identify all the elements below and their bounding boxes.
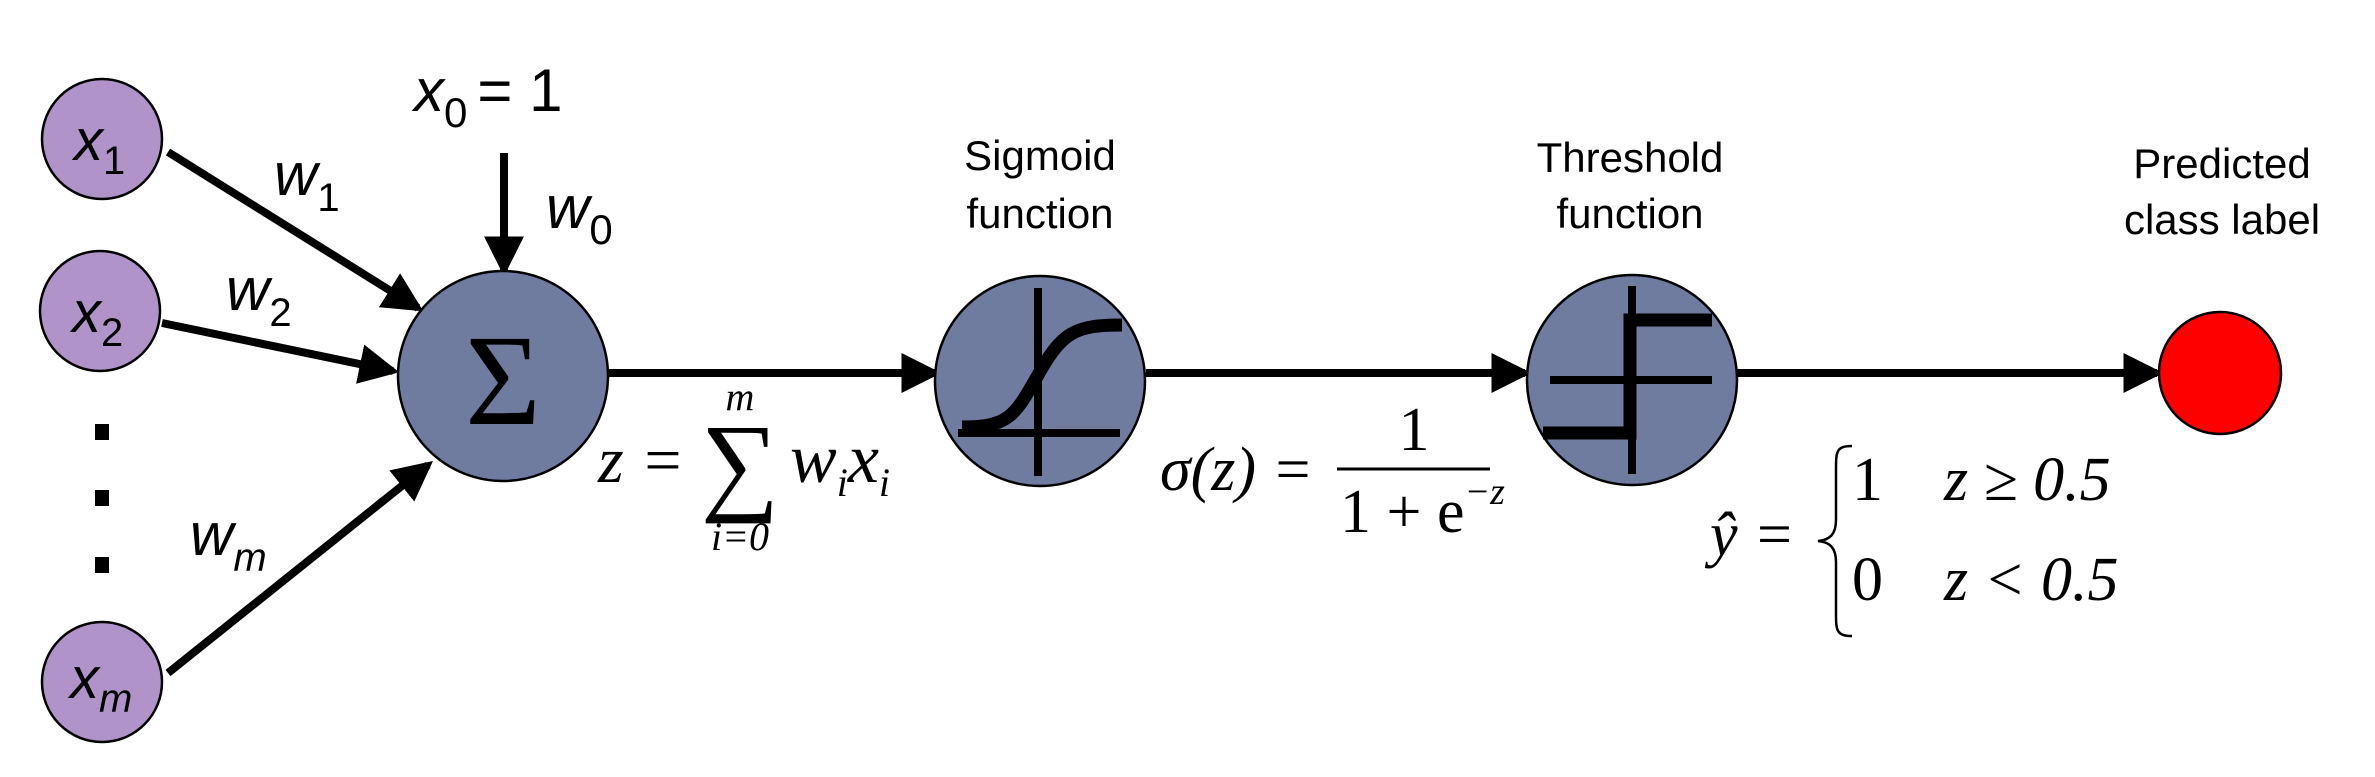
sigmoid-label-line1: Sigmoid [964, 132, 1116, 179]
input-sub: 1 [103, 139, 125, 183]
summation-node: Σ [396, 269, 610, 483]
output-node: Predicted class label [2124, 140, 2320, 436]
output-label-line2: class label [2124, 196, 2320, 243]
summation-circle [396, 269, 610, 483]
predicted-class-circle [2157, 310, 2283, 436]
input-sub: m [99, 677, 132, 721]
input-sub: 2 [101, 311, 123, 355]
input-node-circle [40, 620, 164, 744]
summation-term: wixi [790, 421, 890, 505]
summation-sign: ∑ [701, 402, 779, 524]
sigmoid-lhs: σ(z) = [1160, 436, 1313, 504]
summation-upper-limit: m [726, 374, 755, 419]
threshold-label-line1: Threshold [1537, 134, 1724, 181]
input-node-circle [38, 249, 162, 373]
sigma-icon: Σ [465, 309, 541, 453]
threshold-lhs: ŷ = [1704, 501, 1795, 569]
input-node-x1: x1 [40, 77, 164, 201]
output-label-line1: Predicted [2133, 140, 2310, 187]
summation-formula: z = m ∑ i=0 wixi [597, 374, 890, 559]
threshold-node: Threshold function [1525, 134, 1739, 487]
input-var: x [69, 280, 103, 345]
bias-weight-label: w0 [546, 174, 613, 253]
svg-text:x1: x1 [71, 108, 125, 183]
threshold-formula: ŷ = 1 z ≥ 0.5 0 z < 0.5 [1704, 444, 2118, 638]
edge-x1-to-sum [165, 148, 424, 312]
case-condition-0: z < 0.5 [1943, 546, 2118, 614]
cases-brace [1817, 444, 1853, 638]
weight-label-wm: wm [190, 501, 267, 580]
summation-lhs: z = [597, 424, 685, 497]
step-function-icon [1543, 286, 1712, 474]
edge-x2-to-sum [161, 319, 400, 384]
sigmoid-denominator: 1 + e−z [1340, 471, 1505, 546]
bias-label: x0= 1 [411, 57, 562, 136]
edge-xm-to-sum [165, 461, 433, 677]
connectors [161, 148, 2164, 677]
summation-lower-limit: i=0 [711, 514, 769, 559]
input-node-xm: xm [40, 620, 164, 744]
ellipsis-dots [95, 424, 109, 573]
ellipsis-dot [95, 557, 109, 573]
sigmoid-formula: σ(z) = 1 1 + e−z [1160, 396, 1505, 546]
case-condition-1: z ≥ 0.5 [1943, 446, 2111, 514]
input-node-x2: x2 [38, 249, 162, 373]
case-value-0: 0 [1852, 546, 1883, 614]
threshold-label-line2: function [1556, 190, 1703, 237]
weight-label-w2: w2 [226, 256, 292, 335]
ellipsis-dot [95, 490, 109, 506]
svg-text:xm: xm [67, 646, 132, 721]
svg-text:x2: x2 [69, 280, 123, 355]
input-node-circle [40, 77, 164, 201]
sigmoid-label-line2: function [966, 190, 1113, 237]
ellipsis-dot [95, 424, 109, 440]
case-value-1: 1 [1852, 446, 1883, 514]
weight-label-w1: w1 [274, 141, 340, 220]
input-var: x [67, 646, 101, 711]
sigmoid-curve-icon [958, 288, 1123, 476]
sigmoid-numerator: 1 [1399, 396, 1430, 464]
sigmoid-node: Sigmoid function [933, 132, 1147, 488]
input-var: x [71, 108, 105, 173]
